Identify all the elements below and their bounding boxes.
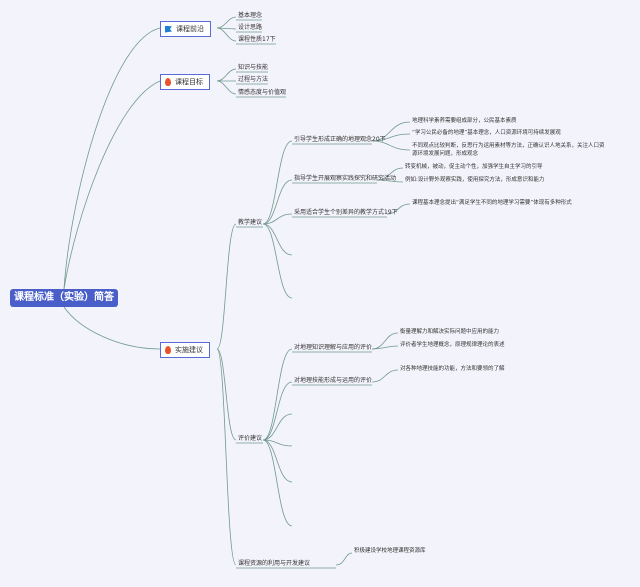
leaf-text[interactable]: 不同观点比较判断，反思行为运用素材等方法，正确认识人地关系，关注人口资 (412, 143, 605, 149)
branch-label: 课程目标 (175, 78, 203, 86)
topic-teaching-g2[interactable]: 指导学生开展观察实践探究和研究活动 (294, 175, 397, 182)
leaf-text[interactable]: 课程基本理念提出“满足学生不同的地理学习需要”体现有多种形式 (412, 200, 572, 206)
leaf-text[interactable]: 衡量理解力和解决实际问题中应用的能力 (400, 329, 500, 335)
leaf-text[interactable]: “学习公民必备的地理”基本理念，人口资源环境可持续发展观 (412, 130, 561, 136)
branch-label: 课程前沿 (176, 25, 204, 33)
topic-eval-g1[interactable]: 对地理知识理解与应用的评价 (294, 344, 373, 351)
flag-icon (165, 25, 172, 33)
branch-implementation[interactable]: 实施建议 (160, 342, 210, 358)
branch-course-goals[interactable]: 课程目标 (160, 74, 210, 90)
leaf-text[interactable]: 对各种地理技能的功能，方法和要领的了解 (400, 366, 505, 372)
topic-basic-concept[interactable]: 基本理念 (238, 12, 263, 19)
branch-course-frontier[interactable]: 课程前沿 (160, 21, 211, 37)
root-topic[interactable]: 课程标准（实验）简答 (10, 289, 118, 307)
fire-icon (165, 78, 171, 86)
topic-course-nature[interactable]: 课程性质17下 (238, 36, 276, 43)
leaf-text[interactable]: 地理科学素养需要组成部分，公民基本素质 (412, 118, 517, 124)
topic-teaching[interactable]: 教学建议 (238, 219, 263, 226)
leaf-text[interactable]: 转变机械，被动，促主动个性，加强学生自主学习的引导 (405, 164, 543, 170)
leaf-text[interactable]: 积极建设学校地理课程资源库 (354, 548, 426, 554)
branch-label: 实施建议 (175, 346, 203, 354)
fire-icon (165, 346, 171, 354)
topic-teaching-g1[interactable]: 引导学生形成正确的地理观念20下 (294, 136, 386, 143)
topic-process-methods[interactable]: 过程与方法 (238, 76, 269, 83)
topic-eval-g2[interactable]: 对地理技能形成与运用的评价 (294, 377, 373, 384)
leaf-text[interactable]: 源环境发展问题，形成观念 (412, 151, 479, 157)
topic-attitudes-values[interactable]: 情感态度与价值观 (238, 89, 287, 96)
topic-knowledge-skills[interactable]: 知识与技能 (238, 64, 269, 71)
leaf-text[interactable]: 评价者学生地理概念，原理规律理论的表述 (400, 342, 505, 348)
topic-evaluation[interactable]: 评价建议 (238, 435, 263, 442)
topic-design-idea[interactable]: 设计思路 (238, 24, 263, 31)
topic-teaching-g3[interactable]: 采用适合学生个别差异的教学方式19下 (294, 209, 398, 216)
topic-resources[interactable]: 课程资源的利用与开发建议 (238, 560, 311, 567)
leaf-text[interactable]: 例如:设计野外观察实践，使用探究方法，形成意识和能力 (405, 177, 545, 183)
